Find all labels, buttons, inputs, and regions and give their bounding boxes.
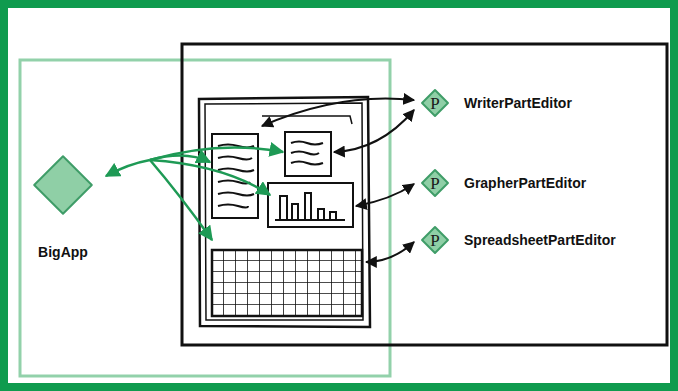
- text-scribble: [291, 142, 323, 165]
- part-editor-letter: P: [430, 95, 439, 112]
- application-icon: [28, 150, 98, 220]
- control-arrow: [150, 148, 283, 161]
- edit-arrow: [356, 184, 414, 206]
- part-editor-letter: P: [430, 232, 439, 249]
- control-arrow: [150, 160, 212, 240]
- spreadsheet-grid: [212, 250, 362, 316]
- application-label: BigApp: [38, 244, 88, 261]
- outer-frame: [4, 4, 674, 387]
- text-box: [285, 132, 331, 176]
- part-editor-label: WriterPartEditor: [464, 95, 572, 112]
- control-arrow: [106, 160, 150, 176]
- application-node: BigApp: [28, 150, 98, 261]
- bar-chart: [275, 193, 345, 220]
- text-scribble: [218, 145, 254, 208]
- edit-arrow: [262, 98, 414, 126]
- part-editor-node: P SpreadsheetPartEditor: [418, 223, 616, 257]
- document-region: [182, 44, 667, 345]
- part-editor-label: SpreadsheetPartEditor: [464, 232, 616, 249]
- part-editor-label: GrapherPartEditor: [464, 175, 586, 192]
- app-region: [20, 60, 390, 376]
- graph-box: [268, 183, 353, 227]
- control-arrow: [150, 160, 270, 195]
- edit-arrow: [366, 242, 414, 262]
- document-sheet-inner: [205, 103, 363, 320]
- edit-arrow: [334, 110, 414, 152]
- part-editor-node: P WriterPartEditor: [418, 86, 572, 120]
- part-editor-letter: P: [430, 175, 439, 192]
- document-sheet: [199, 97, 370, 327]
- part-editor-node: P GrapherPartEditor: [418, 166, 586, 200]
